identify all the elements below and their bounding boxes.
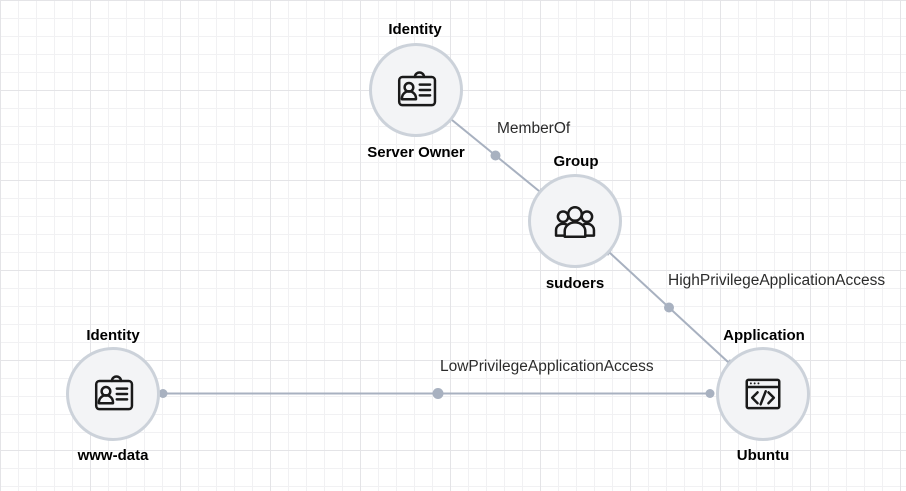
node-name-label: Ubuntu — [736, 447, 790, 464]
node-ubuntu[interactable] — [716, 347, 810, 441]
edge-label-high-privilege: HighPrivilegeApplicationAccess — [668, 272, 886, 289]
edge-label-memberof: MemberOf — [497, 120, 571, 137]
edge-midpoint-handle[interactable] — [432, 388, 444, 399]
node-name-label: www-data — [77, 447, 149, 464]
node-name-label: sudoers — [545, 275, 605, 292]
node-type-label: Application — [723, 327, 805, 344]
node-type-label: Identity — [86, 327, 140, 344]
edge-midpoint-handle[interactable] — [490, 150, 501, 161]
node-type-label: Group — [553, 153, 599, 170]
edge-midpoint-handle[interactable] — [664, 302, 674, 313]
edge-low-privilege[interactable] — [158, 388, 715, 399]
node-name-label: Server Owner — [367, 144, 465, 161]
application-window-icon — [745, 378, 781, 410]
edge-endpoint — [158, 389, 168, 398]
edge-label-low-privilege: LowPrivilegeApplicationAccess — [440, 358, 654, 375]
edge-high-privilege[interactable] — [604, 248, 734, 367]
group-icon — [554, 205, 596, 238]
node-www-data[interactable] — [66, 347, 160, 441]
node-sudoers[interactable] — [528, 174, 622, 268]
id-card-icon — [397, 71, 437, 107]
id-card-icon — [94, 375, 134, 411]
node-type-label: Identity — [388, 21, 442, 38]
edge-endpoint — [705, 389, 715, 398]
node-server-owner[interactable] — [369, 43, 463, 137]
